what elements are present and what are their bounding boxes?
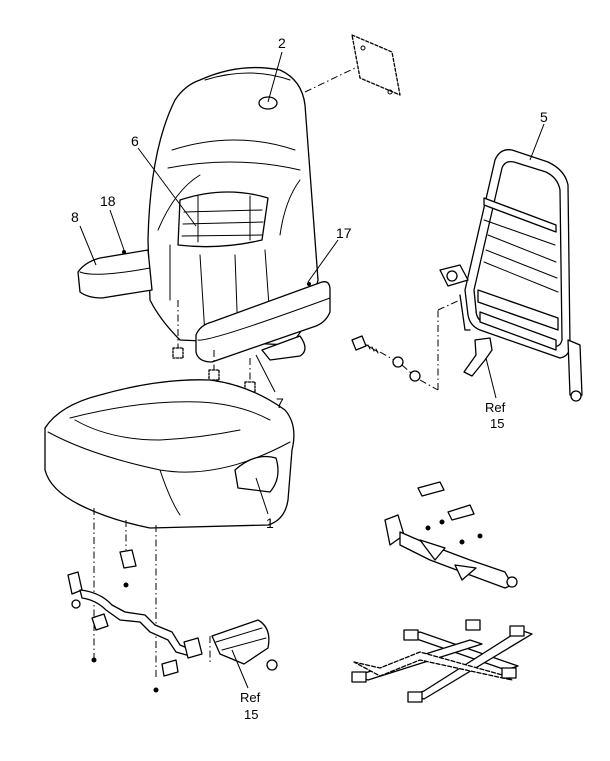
callout-17: 17 — [336, 225, 352, 241]
ref-label-lower: Ref — [240, 690, 261, 705]
callout-5: 5 — [540, 109, 548, 125]
callout-8: 8 — [71, 209, 79, 225]
recliner-mechanism — [384, 481, 518, 589]
callout-7: 7 — [276, 395, 284, 411]
seat-back-frame — [439, 149, 583, 402]
ref-number-upper: 15 — [490, 416, 504, 431]
callout-1: 1 — [266, 515, 274, 531]
ref-number-lower: 15 — [244, 707, 258, 722]
bolt-and-washers — [351, 299, 461, 391]
seat-pan-lever-assembly — [67, 549, 278, 677]
callout-18: 18 — [100, 193, 116, 209]
cushion-mount-lines — [91, 508, 159, 693]
ref-label-upper: Ref — [485, 400, 506, 415]
hinge-plate — [304, 34, 401, 96]
right-armrest — [195, 281, 331, 363]
suspension-straps — [351, 619, 533, 703]
seat-back-cushion — [147, 66, 319, 346]
seat-cushion — [44, 379, 295, 529]
left-armrest — [77, 249, 153, 299]
callout-2: 2 — [278, 35, 286, 51]
recliner-bracket — [463, 337, 493, 377]
callout-6: 6 — [131, 133, 139, 149]
leader-lines — [79, 51, 545, 689]
